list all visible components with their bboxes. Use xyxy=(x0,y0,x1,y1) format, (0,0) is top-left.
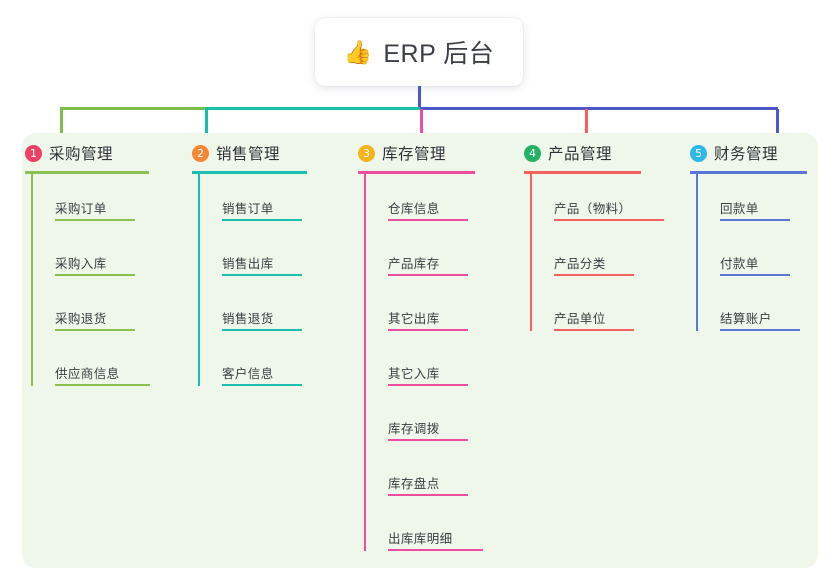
leaf-item-label: 产品（物料） xyxy=(554,202,632,216)
column-header-rule xyxy=(358,171,475,174)
leaf-item-rule xyxy=(55,219,135,221)
leaf-item-rule xyxy=(554,329,634,331)
leaf-item-label: 产品库存 xyxy=(388,257,440,271)
leaf-item-label: 结算账户 xyxy=(720,312,772,326)
column-header-1[interactable]: 1 采购管理 xyxy=(25,142,113,164)
column-title: 库存管理 xyxy=(382,146,447,163)
thumbs-up-icon: 👍 xyxy=(343,38,373,65)
column-header-rule xyxy=(524,171,641,174)
leaf-item-rule xyxy=(388,274,468,276)
column-title: 销售管理 xyxy=(216,146,281,163)
leaf-item-rule xyxy=(388,384,468,386)
leaf-item-label: 其它出库 xyxy=(388,312,440,326)
leaf-item-label: 付款单 xyxy=(720,257,759,271)
column-badge: 5 xyxy=(690,144,707,162)
column-header-2[interactable]: 2 销售管理 xyxy=(192,142,280,164)
leaf-item-label: 仓库信息 xyxy=(388,202,440,216)
leaf-item-label: 回款单 xyxy=(720,202,759,216)
leaf-item-rule xyxy=(55,329,135,331)
leaf-item-label: 产品分类 xyxy=(554,257,606,271)
leaf-item-label: 库存调拨 xyxy=(388,422,440,436)
leaf-item-rule xyxy=(222,384,302,386)
leaf-item-rule xyxy=(388,439,468,441)
leaf-item-label: 销售退货 xyxy=(222,312,274,326)
leaf-item-label: 产品单位 xyxy=(554,312,606,326)
column-spine xyxy=(530,171,532,331)
column-header-rule xyxy=(25,171,149,174)
column-header-3[interactable]: 3 库存管理 xyxy=(358,142,446,164)
bus-drop-connector xyxy=(420,109,423,147)
bus-segment xyxy=(60,107,205,110)
column-badge: 2 xyxy=(192,144,209,162)
leaf-item-label: 销售出库 xyxy=(222,257,274,271)
column-title: 财务管理 xyxy=(714,146,779,163)
leaf-item-rule xyxy=(222,219,302,221)
leaf-item-rule xyxy=(554,274,634,276)
column-badge: 4 xyxy=(524,144,541,162)
leaf-item-label: 采购订单 xyxy=(55,202,107,216)
diagram-panel: 1 采购管理采购订单采购入库采购退货供应商信息 2 销售管理销售订单销售出库销售退货客… xyxy=(22,133,818,568)
bus-drop-connector xyxy=(776,109,779,147)
leaf-item-label: 出库库明细 xyxy=(388,532,453,546)
bus-segment xyxy=(420,107,778,110)
column-header-rule xyxy=(690,171,807,174)
leaf-item-rule xyxy=(720,219,790,221)
column-spine xyxy=(364,171,366,551)
column-spine xyxy=(31,171,33,386)
column-spine xyxy=(696,171,698,331)
leaf-item-rule xyxy=(388,219,468,221)
leaf-item-rule xyxy=(222,274,302,276)
leaf-item-label: 采购入库 xyxy=(55,257,107,271)
root-stem-connector xyxy=(418,86,421,109)
bus-drop-connector xyxy=(60,109,63,147)
root-title-text: ERP 后台 xyxy=(383,40,495,68)
column-spine xyxy=(198,171,200,386)
leaf-item-rule xyxy=(388,549,483,551)
column-header-rule xyxy=(192,171,307,174)
leaf-item-label: 采购退货 xyxy=(55,312,107,326)
column-header-5[interactable]: 5 财务管理 xyxy=(690,142,778,164)
leaf-item-rule xyxy=(388,329,468,331)
column-badge: 1 xyxy=(25,144,42,162)
leaf-item-label: 库存盘点 xyxy=(388,477,440,491)
leaf-item-rule xyxy=(55,274,135,276)
bus-drop-connector xyxy=(585,109,588,147)
leaf-item-label: 供应商信息 xyxy=(55,367,120,381)
column-header-4[interactable]: 4 产品管理 xyxy=(524,142,612,164)
leaf-item-rule xyxy=(720,329,800,331)
leaf-item-label: 销售订单 xyxy=(222,202,274,216)
bus-drop-connector xyxy=(205,109,208,147)
column-title: 采购管理 xyxy=(49,146,114,163)
root-title-card[interactable]: 👍 ERP 后台 xyxy=(315,18,523,86)
leaf-item-rule xyxy=(55,384,150,386)
bus-segment xyxy=(205,107,420,110)
leaf-item-rule xyxy=(554,219,664,221)
column-badge: 3 xyxy=(358,144,375,162)
leaf-item-rule xyxy=(388,494,468,496)
leaf-item-rule xyxy=(222,329,302,331)
root-title-inner: 👍 ERP 后台 xyxy=(344,34,495,70)
column-title: 产品管理 xyxy=(548,146,613,163)
leaf-item-label: 客户信息 xyxy=(222,367,274,381)
leaf-item-rule xyxy=(720,274,790,276)
leaf-item-label: 其它入库 xyxy=(388,367,440,381)
